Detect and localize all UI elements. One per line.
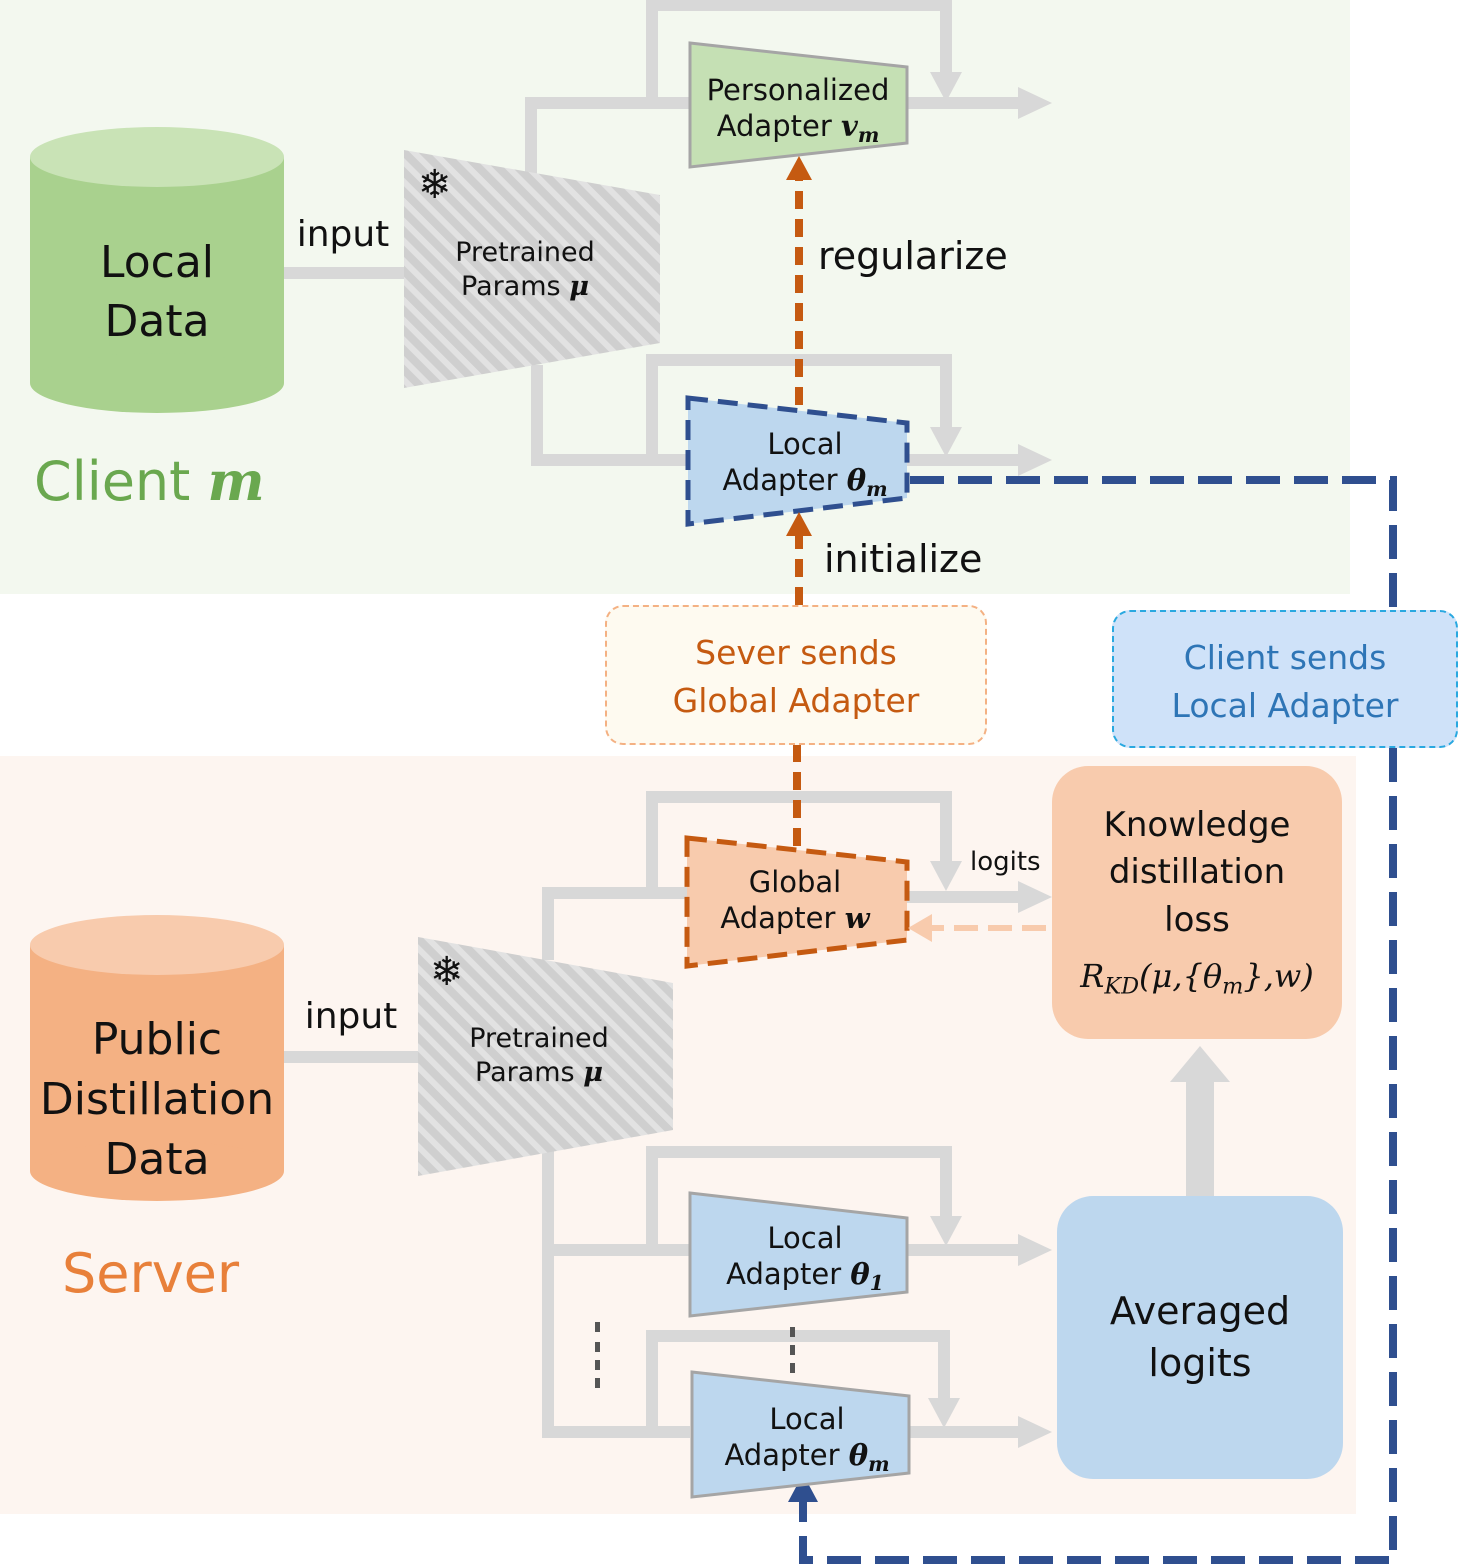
local-adapter-m-label: Local Adapter θm bbox=[724, 1402, 890, 1477]
server-section-title: Server bbox=[62, 1242, 240, 1305]
averaged-logits-box: Averaged logits bbox=[1057, 1196, 1343, 1479]
server-input-label: input bbox=[304, 996, 398, 1037]
client-pretrained-block bbox=[404, 150, 660, 388]
kd-loss-formula: RKD(μ,{θm},w) bbox=[1080, 957, 1314, 1001]
server-pretrained-block bbox=[418, 937, 673, 1176]
global-adapter-label: Global Adapter w bbox=[720, 865, 870, 936]
regularize-arrowhead bbox=[786, 156, 812, 180]
client-input-label: input bbox=[296, 214, 390, 255]
global-adapter-block bbox=[684, 835, 910, 969]
client-section-title: Client m bbox=[34, 449, 265, 513]
ellipsis-dots bbox=[595, 1322, 795, 1388]
local-data-cylinder bbox=[30, 127, 284, 413]
server-arrowheads bbox=[928, 861, 1052, 1448]
local-data-label: Local Data bbox=[99, 237, 215, 348]
client-pretrained-label: Pretrained Params μ bbox=[455, 237, 595, 302]
client-sends-callout: Client sends Local Adapter bbox=[1112, 610, 1458, 748]
personalized-adapter-label: Personalized Adapter vm bbox=[706, 73, 890, 148]
local-adapter-1-label: Local Adapter θ1 bbox=[726, 1221, 884, 1296]
initialize-arrowhead bbox=[786, 512, 812, 536]
server-pretrained-label: Pretrained Params μ bbox=[469, 1023, 609, 1088]
client-sends-arrowhead bbox=[788, 1474, 818, 1502]
client-sends-path bbox=[799, 476, 1397, 1564]
averaged-to-kd-arrow bbox=[1170, 1046, 1230, 1198]
client-snowflake-icon: ❄ bbox=[418, 162, 452, 208]
personalized-adapter-block bbox=[688, 41, 909, 169]
server-sends-callout: Sever sends Global Adapter bbox=[605, 605, 987, 745]
local-adapter-m-block bbox=[690, 1370, 911, 1499]
public-data-label: Public Distillation Data bbox=[39, 1014, 275, 1185]
kd-loss-line-1: Knowledge bbox=[1103, 804, 1291, 845]
kd-loss-box: Knowledge distillation loss RKD(μ,{θm},w… bbox=[1052, 766, 1342, 1039]
kd-loss-line-2: distillation bbox=[1108, 852, 1286, 893]
server-flow-lines bbox=[284, 791, 1020, 1438]
kd-feedback-arrowhead bbox=[908, 914, 932, 942]
logits-label: logits bbox=[970, 847, 1041, 877]
server-snowflake-icon: ❄ bbox=[430, 949, 464, 995]
client-local-adapter-label: Local Adapter θm bbox=[722, 427, 888, 502]
public-data-cylinder bbox=[30, 915, 284, 1201]
client-local-adapter-block bbox=[685, 395, 910, 527]
client-arrowheads bbox=[930, 72, 1052, 476]
regularize-label: regularize bbox=[818, 234, 1008, 278]
local-adapter-1-block bbox=[688, 1191, 909, 1318]
initialize-label: initialize bbox=[824, 537, 983, 581]
kd-loss-line-3: loss bbox=[1164, 899, 1230, 940]
